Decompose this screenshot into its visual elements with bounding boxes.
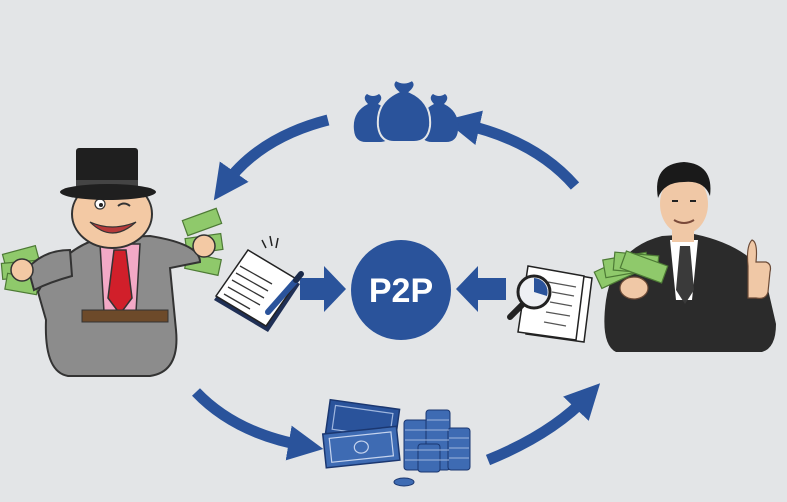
arrow-left-to-center — [300, 266, 346, 312]
p2p-circle: P2P — [351, 240, 451, 340]
investor-character — [0, 148, 224, 377]
arrow-right-to-center — [456, 266, 506, 312]
arrow-top-left — [213, 114, 330, 201]
money-bags-icon — [353, 78, 459, 143]
report-document-icon — [507, 265, 593, 343]
arrow-top-right — [444, 110, 580, 190]
contract-document-icon — [214, 235, 304, 332]
arrow-bottom-right — [485, 383, 601, 466]
arrow-bottom-left — [192, 388, 324, 461]
p2p-label: P2P — [369, 272, 433, 310]
cycle-arrows — [192, 110, 601, 466]
cash-and-coins-icon — [321, 398, 471, 487]
borrower-character — [593, 162, 776, 352]
